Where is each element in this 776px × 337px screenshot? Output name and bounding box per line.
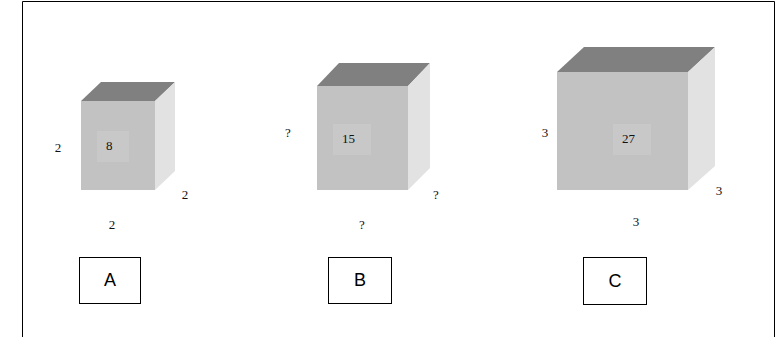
- frame-line: [22, 2, 23, 337]
- volume-value: 15: [333, 124, 371, 155]
- cube-a: [81, 82, 175, 190]
- volume-value: 27: [613, 124, 651, 155]
- volume-value: 8: [97, 131, 129, 162]
- edge-length: ?: [433, 187, 439, 203]
- edge-length: 2: [55, 140, 62, 156]
- frame-line: [774, 2, 775, 337]
- edge-length: ?: [359, 217, 365, 233]
- option-letter: C: [609, 271, 622, 292]
- edge-length: 3: [542, 125, 549, 141]
- cube-front-face: 8: [81, 101, 155, 190]
- cube-front-face: 27: [557, 72, 688, 190]
- cube-side: [155, 82, 175, 190]
- frame-line: [23, 1, 775, 2]
- edge-length: 3: [716, 183, 723, 199]
- cube-side: [688, 47, 715, 190]
- option-letter: B: [354, 270, 366, 291]
- cube-front-face: 15: [317, 86, 408, 190]
- frame: [23, 2, 775, 337]
- letter-box: B: [328, 257, 392, 304]
- edge-length: 3: [633, 214, 640, 230]
- letter-box: C: [583, 257, 647, 305]
- option-letter: A: [104, 270, 116, 291]
- letter-box: A: [79, 257, 141, 304]
- edge-length: 2: [109, 217, 116, 233]
- edge-length: 2: [182, 187, 189, 203]
- cube-top: [557, 47, 715, 72]
- cube-b: [317, 63, 430, 190]
- cube-c: [557, 47, 715, 190]
- edge-length: ?: [285, 125, 291, 141]
- cube-side: [408, 63, 430, 190]
